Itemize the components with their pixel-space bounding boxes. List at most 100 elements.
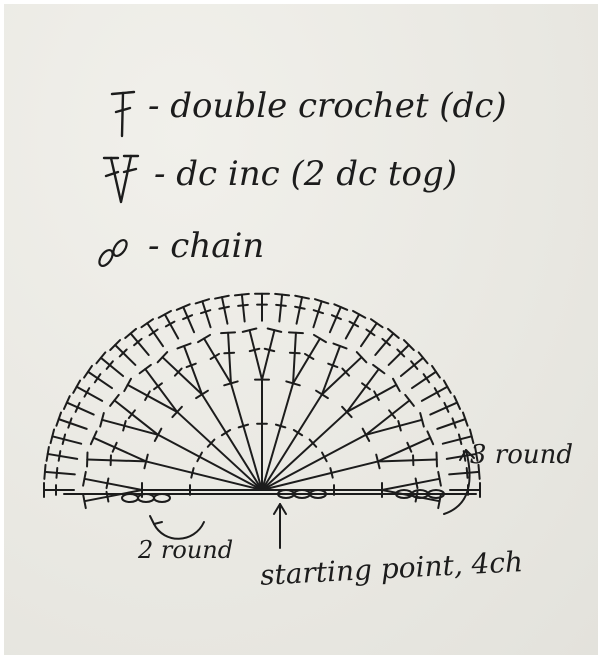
dc-top-bar: [372, 363, 386, 375]
crochet-fan-diagram: [43, 292, 481, 549]
dc-tick: [341, 367, 351, 377]
dc-top-bar: [426, 430, 435, 446]
dc-top-bar: [82, 493, 87, 510]
dc-top-bar: [392, 377, 401, 393]
dc-stitch: [441, 435, 473, 445]
dc-tick: [443, 401, 450, 413]
dc-stitch: [83, 477, 143, 491]
chain-stitch: [153, 493, 171, 503]
dc-tick: [122, 420, 127, 432]
dc-stitch: [114, 344, 137, 366]
dc-stitch: [292, 337, 321, 385]
round-2-label: 2 round: [138, 536, 234, 564]
dc-top-bar: [474, 446, 479, 462]
dc-tick: [237, 423, 250, 429]
dc-stitch: [46, 452, 79, 460]
double-crochet-icon: [110, 90, 136, 138]
dc-stitch: [429, 401, 459, 416]
legend-dcinc-text: - dc inc (2 dc tog): [154, 154, 458, 194]
dc-top-bar: [124, 327, 137, 339]
dc-top-bar: [45, 446, 50, 462]
dc-stitch: [374, 332, 395, 356]
dc-stitch: [43, 470, 76, 476]
dc-tick: [248, 347, 261, 353]
dc-tick: [223, 351, 236, 355]
dc-tick: [410, 360, 419, 370]
dc-top-bar: [140, 318, 155, 329]
dc-tick: [199, 309, 212, 315]
dc-tick: [329, 467, 334, 479]
start-arrowhead: [273, 503, 287, 515]
dc-tick: [274, 423, 287, 429]
dc-stitch: [248, 329, 263, 381]
dc-tick: [304, 352, 315, 360]
dc-tick: [105, 490, 110, 503]
dc-increase-icon: [102, 154, 140, 204]
chain-icon: [98, 238, 128, 268]
dc-stitch: [387, 344, 410, 366]
dc-top-bar: [333, 303, 349, 311]
dc-top-bar: [313, 298, 330, 305]
dc-tick: [361, 382, 371, 391]
dc-stitch: [261, 433, 367, 491]
dc-tick: [206, 438, 216, 448]
dc-tick: [414, 490, 419, 503]
dc-top-bar: [431, 364, 441, 379]
dc-stitch: [321, 345, 342, 396]
dc-top-bar: [109, 393, 120, 407]
dc-top-bar: [419, 412, 425, 428]
dc-tick: [406, 441, 413, 453]
dc-tick: [74, 401, 81, 413]
dc-stitch: [57, 418, 88, 430]
dc-stitch: [126, 383, 179, 413]
dc-top-bar: [417, 351, 429, 365]
dc-stitch: [376, 436, 432, 463]
dc-top-bar: [99, 412, 105, 428]
dc-stitch: [261, 393, 323, 491]
dc-stitch: [176, 410, 263, 491]
dc-stitch: [261, 329, 276, 381]
dc-stitch: [83, 489, 143, 503]
dc-tick: [292, 429, 304, 437]
dc-tick: [330, 314, 342, 321]
dc-tick: [196, 451, 203, 463]
dc-stitch: [399, 356, 425, 378]
dc-top-bar: [287, 331, 304, 335]
dc-top-bar: [82, 470, 87, 487]
dc-tick: [153, 382, 163, 391]
dc-tick: [220, 429, 232, 437]
dc-top-bar: [266, 327, 283, 333]
dc-stitch: [99, 356, 125, 378]
dc-top-bar: [387, 327, 400, 339]
dc-tick: [365, 328, 376, 337]
dc-tick: [209, 352, 220, 360]
dc-stitch: [182, 306, 196, 334]
dc-tick: [275, 303, 287, 307]
dc-stitch: [161, 356, 203, 396]
dc-stitch: [278, 293, 284, 323]
dc-top-bar: [437, 493, 442, 510]
dc-stitch: [145, 460, 263, 491]
dc-top-bar: [233, 292, 250, 297]
dc-tick: [433, 387, 441, 398]
dc-stitch: [448, 470, 481, 476]
dc-stitch: [229, 382, 263, 491]
dc-tick: [57, 450, 62, 462]
dc-top-bar: [197, 333, 212, 344]
dc-stitch: [312, 300, 323, 329]
dc-tick: [182, 314, 194, 321]
dc-stitch: [65, 401, 95, 416]
dc-tick: [263, 347, 276, 353]
dc-tick: [105, 477, 110, 490]
dc-top-bar: [404, 393, 415, 407]
dc-tick: [312, 309, 325, 315]
dc-top-bar: [312, 333, 327, 344]
dc-top-bar: [157, 309, 172, 319]
dc-stitch: [261, 410, 348, 491]
dc-tick: [388, 409, 397, 420]
dc-top-bar: [138, 363, 152, 375]
dc-top-bar: [402, 339, 415, 351]
dc-stitch: [240, 293, 246, 323]
dc-stitch: [92, 436, 148, 463]
dc-tick: [218, 305, 230, 310]
